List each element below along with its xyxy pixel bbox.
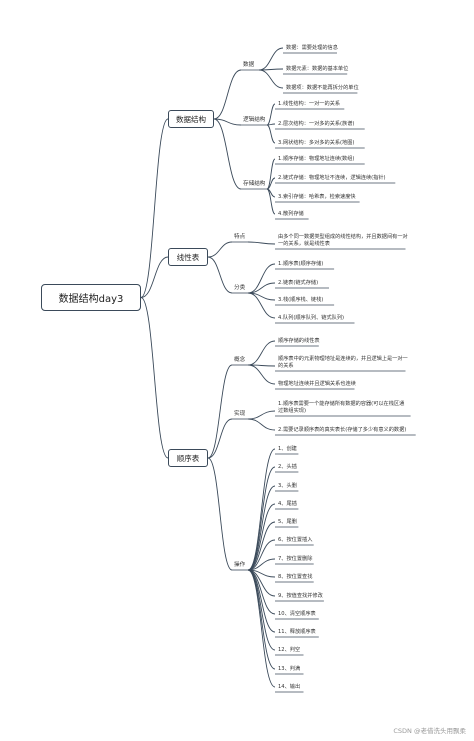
leaf-item: 1.顺序存储：物理地址连续(数组)	[278, 156, 355, 162]
category-label: 概念	[234, 357, 246, 363]
category-leaf-line	[247, 539, 276, 571]
leaf-item: 顺序表中的元素物理地址是连续的，并且逻辑上是一对一 的关系	[278, 356, 408, 369]
leaf-item: 2、头插	[278, 464, 297, 470]
category-leaf-line	[247, 503, 276, 571]
leaf-item: 8、按位置查找	[278, 574, 313, 580]
category-leaf-line	[247, 569, 276, 688]
category-leaf-line	[266, 158, 276, 190]
leaf-item: 物理地址连续并且逻辑关系也连续	[278, 381, 356, 387]
category-leaf-line	[247, 485, 276, 571]
leaf-item: 3.栈(顺序栈、链栈)	[278, 297, 324, 303]
category-leaf-line	[247, 340, 276, 366]
leaf-item: 2.需要记录顺序表的真实表长(存储了多少有意义的数据)	[278, 427, 407, 433]
category-label: 实现	[234, 411, 246, 417]
leaf-item: 5、尾删	[278, 519, 297, 525]
leaf-item: 数据项：数据不能再拆分的单位	[286, 85, 359, 91]
root-branch-line	[140, 118, 169, 298]
category-leaf-line	[266, 103, 276, 126]
branch-category-line	[213, 69, 242, 120]
leaf-item: 3.网状结构：多对多的关系(地图)	[278, 140, 355, 146]
leaf-item: 3.索引存储：哈希表，检索速度快	[278, 194, 356, 200]
root-branch-line	[140, 297, 169, 459]
leaf-item: 2.链表(链式存储)	[278, 280, 319, 286]
category-leaf-line	[266, 124, 276, 144]
leaf-item: 1.线性结构：一对一的关系	[278, 101, 341, 107]
leaf-item: 3、头删	[278, 483, 297, 489]
branch-category-line	[207, 418, 233, 459]
branch-node: 顺序表	[168, 449, 208, 467]
leaf-item: 4、尾插	[278, 501, 297, 507]
category-leaf-line	[247, 282, 276, 294]
leaf-item: 1、创建	[278, 446, 297, 452]
category-leaf-line	[258, 47, 284, 71]
category-label: 特点	[234, 234, 246, 240]
watermark: CSDN @老借洗头用飘柔	[393, 727, 466, 735]
category-leaf-line	[247, 569, 276, 651]
branch-category-line	[213, 118, 242, 126]
leaf-item: 2.链式存储：物理地址不连续，逻辑连续(指针)	[278, 175, 386, 181]
category-leaf-line	[247, 448, 276, 571]
category-leaf-line	[247, 292, 276, 319]
leaf-item: 由多个同一数据类型组成的线性结构，并且数据间有一对 一的关系，就是线性表	[278, 234, 408, 247]
leaf-item: 9、按值查找并修改	[278, 593, 323, 599]
category-leaf-line	[247, 364, 276, 385]
root-branch-line	[140, 256, 169, 298]
leaf-item: 7、按位置删除	[278, 556, 313, 562]
leaf-item: 4.散列存储	[278, 211, 304, 217]
category-label: 操作	[234, 562, 246, 568]
category-leaf-line	[266, 177, 276, 190]
leaf-item: 6、按位置插入	[278, 537, 313, 543]
category-leaf-line	[258, 69, 284, 89]
category-leaf-line	[247, 263, 276, 294]
leaf-item: 14、输出	[278, 684, 301, 690]
branch-category-line	[207, 364, 233, 459]
leaf-item: 10、清空顺序表	[278, 611, 316, 617]
leaf-item: 2.层次结构：一对多的关系(族谱)	[278, 121, 355, 127]
leaf-item: 1.顺序表(顺序存储)	[278, 261, 324, 267]
leaf-item: 12、判空	[278, 647, 301, 653]
category-label: 逻辑结构	[243, 117, 266, 123]
leaf-item: 4.队列(顺序队列、链式队列)	[278, 315, 345, 321]
root-node: 数据结构day3	[41, 284, 141, 311]
category-leaf-line	[266, 188, 276, 215]
category-label: 存储结构	[243, 181, 266, 187]
branch-category-line	[207, 457, 233, 571]
branch-node: 数据结构	[168, 110, 214, 128]
leaf-item: 数据：需要处理的信息	[286, 45, 338, 51]
category-leaf-line	[247, 410, 276, 420]
category-leaf-line	[247, 558, 276, 571]
category-label: 分类	[234, 285, 246, 291]
category-label: 数据	[243, 62, 255, 68]
category-leaf-line	[247, 466, 276, 571]
category-leaf-line	[247, 569, 276, 670]
branch-category-line	[213, 118, 242, 190]
branch-category-line	[207, 256, 233, 294]
leaf-item: 数据元素：数据的基本单位	[286, 66, 349, 72]
leaf-item: 11、释放顺序表	[278, 629, 316, 635]
branch-node: 线性表	[168, 248, 208, 266]
leaf-item: 顺序存储的线性表	[278, 338, 320, 344]
leaf-item: 13、判满	[278, 666, 301, 672]
category-leaf-line	[247, 241, 276, 245]
branch-category-line	[207, 241, 233, 258]
leaf-item: 1.顺序表需要一个能存储所有数据的容器(可以在栈区通 过数组实现)	[278, 401, 405, 414]
category-leaf-line	[247, 418, 276, 431]
category-leaf-line	[247, 521, 276, 571]
